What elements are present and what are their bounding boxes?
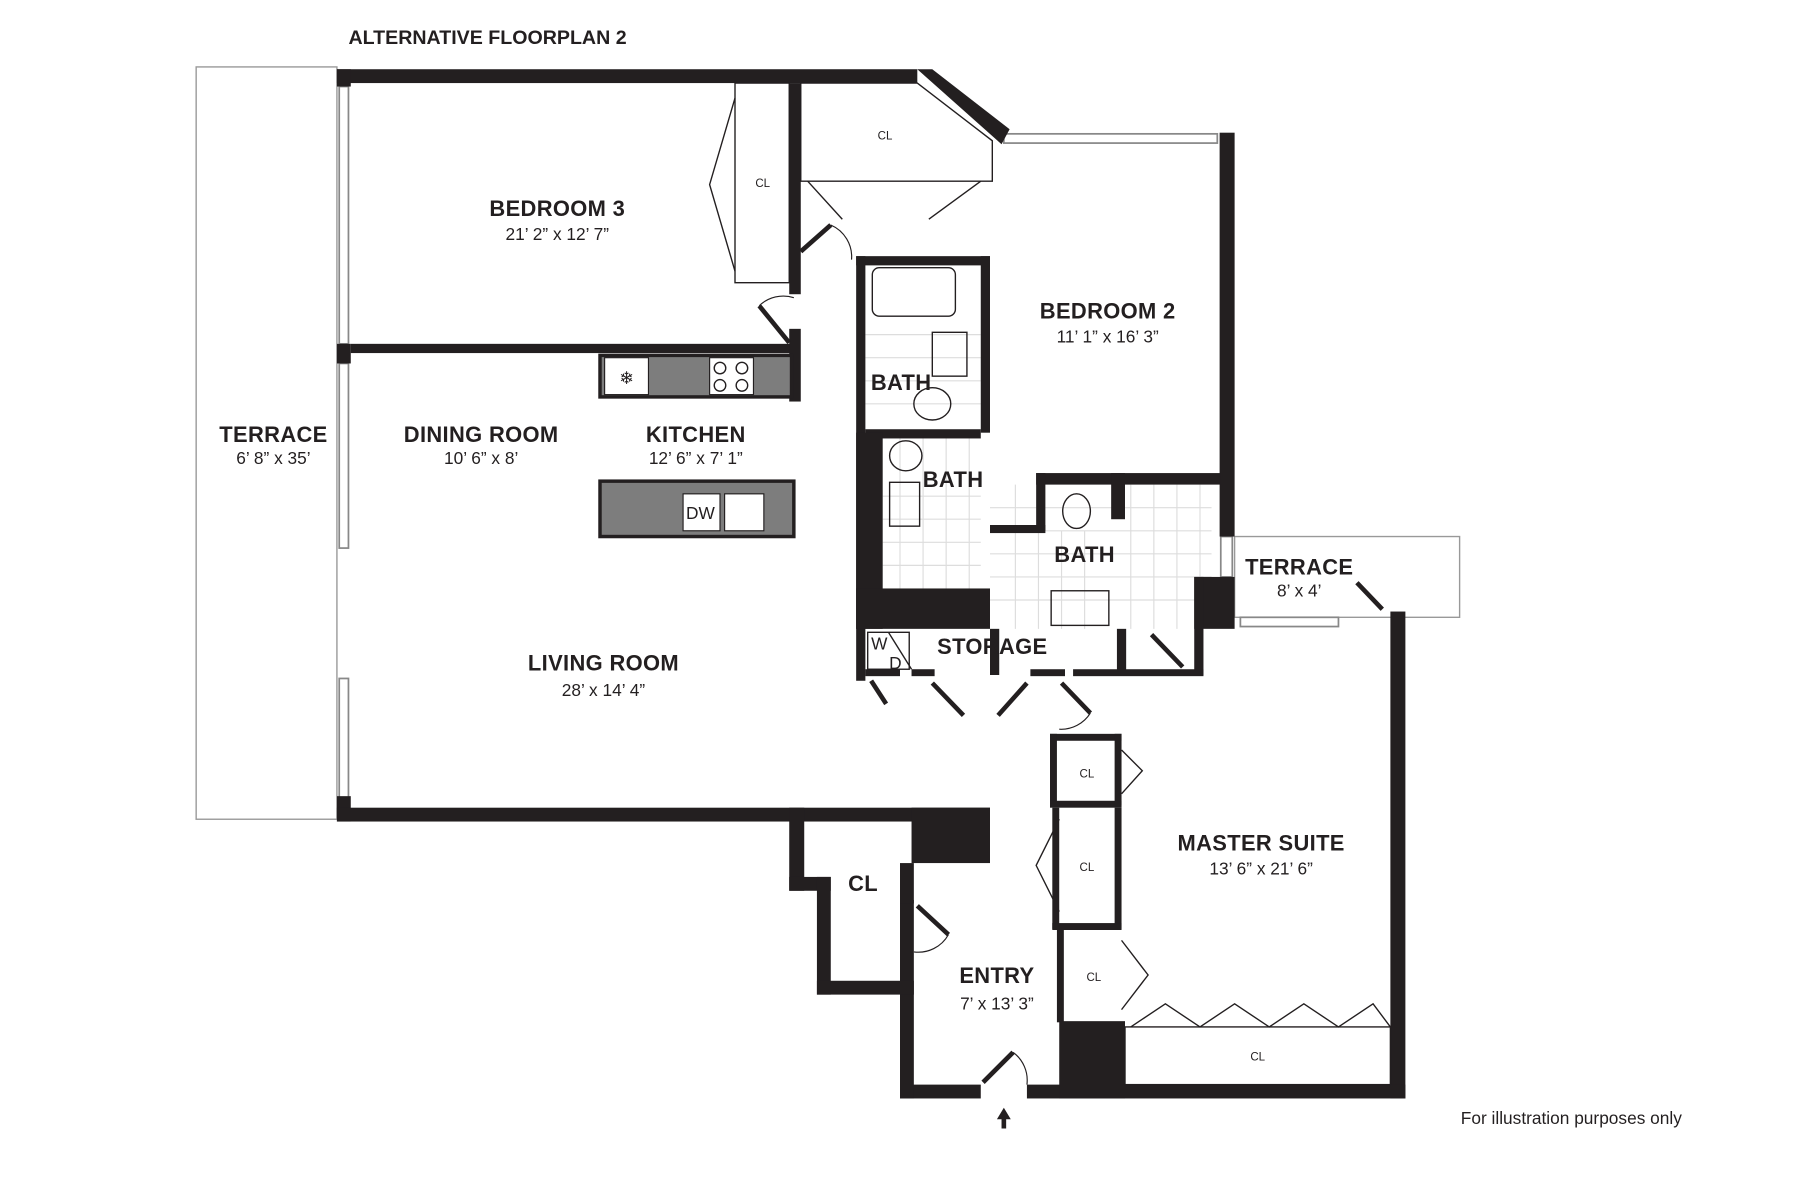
room-labels: TERRACE 6’ 8” x 35’ BEDROOM 3 21’ 2” x 1…	[219, 131, 1353, 1064]
bath1-name: BATH	[871, 370, 932, 395]
small-terrace-dims: 8’ x 4’	[1277, 581, 1322, 601]
terrace-outline	[195, 66, 338, 820]
entry-closet-name: CL	[848, 871, 878, 896]
dining-dims: 10’ 6” x 8’	[444, 448, 518, 468]
entry-dims: 7’ x 13’ 3”	[960, 994, 1034, 1014]
closet-label: CL	[755, 178, 770, 190]
terrace-name: TERRACE	[219, 422, 327, 447]
bedroom2-dims: 11’ 1” x 16’ 3”	[1057, 327, 1159, 347]
dryer-label: D	[889, 653, 902, 673]
closet-label: CL	[878, 131, 893, 143]
master-dims: 13’ 6” x 21’ 6”	[1209, 859, 1313, 879]
closet-label: CL	[1086, 972, 1101, 984]
walls	[336, 69, 1406, 1099]
bath2-name: BATH	[923, 467, 984, 492]
kitchen-counters: ❄ DW	[598, 353, 796, 539]
plan-title: ALTERNATIVE FLOORPLAN 2	[348, 27, 626, 49]
footer-note: For illustration purposes only	[1461, 1108, 1682, 1128]
sink-icon	[724, 493, 765, 532]
closet-label: CL	[1080, 862, 1095, 874]
bath3-name: BATH	[1054, 542, 1115, 567]
small-terrace-name: TERRACE	[1245, 555, 1353, 580]
doors	[757, 223, 1384, 1129]
bedroom3-dims: 21’ 2” x 12’ 7”	[506, 224, 610, 244]
svg-text:❄: ❄	[619, 368, 634, 388]
entry-arrow-icon	[996, 1107, 1011, 1129]
storage-name: STORAGE	[937, 634, 1047, 659]
dishwasher-label: DW	[686, 503, 715, 523]
closet-outlines	[708, 82, 1392, 1086]
bath-tiles	[865, 317, 1215, 629]
living-dims: 28’ x 14’ 4”	[562, 680, 646, 700]
terrace-dims: 6’ 8” x 35’	[236, 448, 310, 468]
dining-name: DINING ROOM	[404, 422, 559, 447]
master-name: MASTER SUITE	[1178, 830, 1345, 855]
fridge-snowflake-icon	[604, 357, 650, 396]
closet-label: CL	[1250, 1051, 1265, 1063]
kitchen-dims: 12’ 6” x 7’ 1”	[649, 448, 743, 468]
entry-name: ENTRY	[959, 963, 1034, 988]
bedroom3-name: BEDROOM 3	[489, 196, 625, 221]
washer-label: W	[871, 634, 888, 654]
kitchen-name: KITCHEN	[646, 422, 746, 447]
closet-label: CL	[1080, 769, 1095, 781]
bedroom2-name: BEDROOM 2	[1040, 298, 1176, 323]
living-name: LIVING ROOM	[528, 650, 679, 675]
